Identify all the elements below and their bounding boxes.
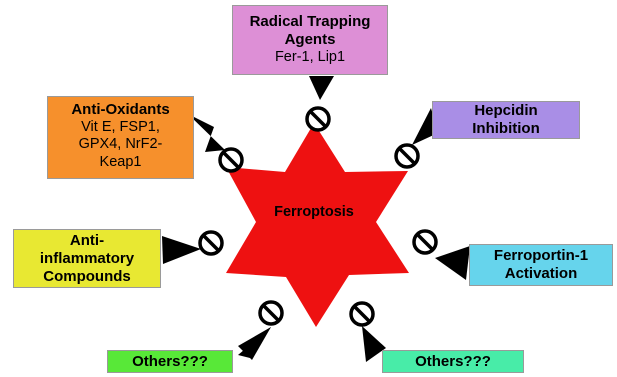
others-box-right: Others???: [382, 350, 524, 373]
arrowhead-icon: [362, 326, 386, 362]
no-entry-icon: [198, 230, 224, 256]
no-entry-icon: [305, 106, 331, 132]
arrowhead-icon: [188, 114, 225, 152]
radical-trapping-examples: Fer-1, Lip1: [274, 49, 346, 66]
anti-inflammatory-title: Anti-inflammatory Compounds: [39, 231, 135, 285]
hepcidin-inhibition-box: Hepcidin Inhibition: [432, 101, 580, 139]
no-entry-icon: [412, 229, 438, 255]
ferroportin-activation-box: Ferroportin-1 Activation: [469, 244, 613, 286]
others-right-title: Others???: [415, 352, 491, 370]
radical-trapping-title: Radical Trapping Agents: [249, 13, 371, 49]
anti-oxidants-title: Anti-Oxidants: [71, 101, 170, 118]
others-box-left: Others???: [107, 350, 233, 373]
arrowhead-icon: [412, 108, 438, 145]
anti-oxidants-box: Anti-Oxidants Vit E, FSP1, GPX4, NrF2-Ke…: [47, 96, 194, 179]
ferroportin-activation-title: Ferroportin-1 Activation: [493, 247, 589, 282]
arrowhead-icon: [435, 246, 470, 280]
anti-inflammatory-box: Anti-inflammatory Compounds: [13, 229, 161, 288]
others-left-title: Others???: [132, 352, 208, 370]
ferroptosis-star: [226, 123, 409, 327]
arrowhead-icon: [238, 327, 271, 360]
arrowhead-icon: [162, 236, 201, 264]
hepcidin-inhibition-title: Hepcidin Inhibition: [472, 102, 540, 137]
no-entry-icon: [218, 147, 244, 173]
no-entry-icon: [258, 300, 284, 326]
radical-trapping-agents-box: Radical Trapping Agents Fer-1, Lip1: [232, 5, 388, 75]
anti-oxidants-examples: Vit E, FSP1, GPX4, NrF2-Keap1: [78, 119, 163, 170]
no-entry-icon: [349, 301, 375, 327]
ferroptosis-label: Ferroptosis: [274, 204, 354, 220]
no-entry-icon: [394, 143, 420, 169]
arrowhead-icon: [309, 76, 334, 100]
